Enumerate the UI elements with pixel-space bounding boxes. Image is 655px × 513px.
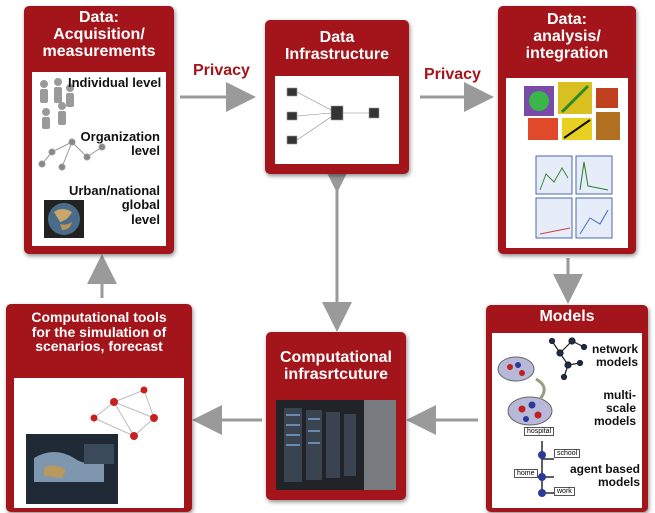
network-models-label: network models (592, 342, 639, 370)
data-infrastructure-box: Data Infrastructure (265, 20, 409, 174)
computational-infrastructure-title: Computational infrasrtcuture (280, 349, 392, 383)
analysis-panel (506, 78, 628, 248)
infrastructure-panel (275, 76, 399, 164)
data-infrastructure-title: Data Infrastructure (284, 29, 390, 63)
individual-level-label: Individual level (68, 75, 162, 90)
privacy-label-right: Privacy (424, 66, 481, 83)
models-title: Models (539, 308, 595, 325)
models-panel: network models multi-scale models agent … (492, 333, 642, 508)
urban-level-label: Urban/national global level (68, 183, 160, 227)
acquisition-panel: Individual level Organization level Urba… (32, 72, 166, 246)
analysis-box: Data: analysis/ integration (498, 6, 636, 254)
multiscale-models-label: multi-scale models (593, 388, 636, 429)
computational-tools-title: Computational tools for the simulation o… (31, 309, 167, 355)
organization-level-label: Organization level (80, 129, 160, 159)
acquisition-box: Data: Acquisition/ measurements (24, 6, 174, 254)
acquisition-title: Data: Acquisition/ measurements (42, 9, 156, 60)
agent-models-label: agent based models (569, 462, 640, 490)
work-node: work (554, 487, 575, 496)
privacy-label-left: Privacy (193, 62, 250, 79)
analysis-plots-icon (524, 82, 620, 239)
network-models-icon (548, 337, 588, 381)
people-icon (38, 78, 106, 238)
home-node: home (514, 469, 538, 478)
models-box: Models (486, 305, 648, 512)
analysis-title: Data: analysis/ integration (525, 11, 609, 62)
computational-tools-box: Computational tools for the simulation o… (6, 304, 192, 512)
agent-based-models-icon (532, 441, 554, 497)
simulation-panel (14, 378, 184, 508)
server-rack-image (276, 400, 396, 490)
globe-map-icon (26, 434, 118, 504)
server-network-icon (286, 87, 380, 145)
multiscale-models-icon (497, 356, 553, 426)
computational-infrastructure-box: Computational infrasrtcuture (266, 332, 406, 500)
simulation-network-icon (90, 386, 158, 440)
hospital-node: hospital (524, 427, 555, 436)
globe-icon (44, 200, 84, 238)
network-icon (38, 138, 106, 171)
school-node: school (554, 449, 581, 458)
